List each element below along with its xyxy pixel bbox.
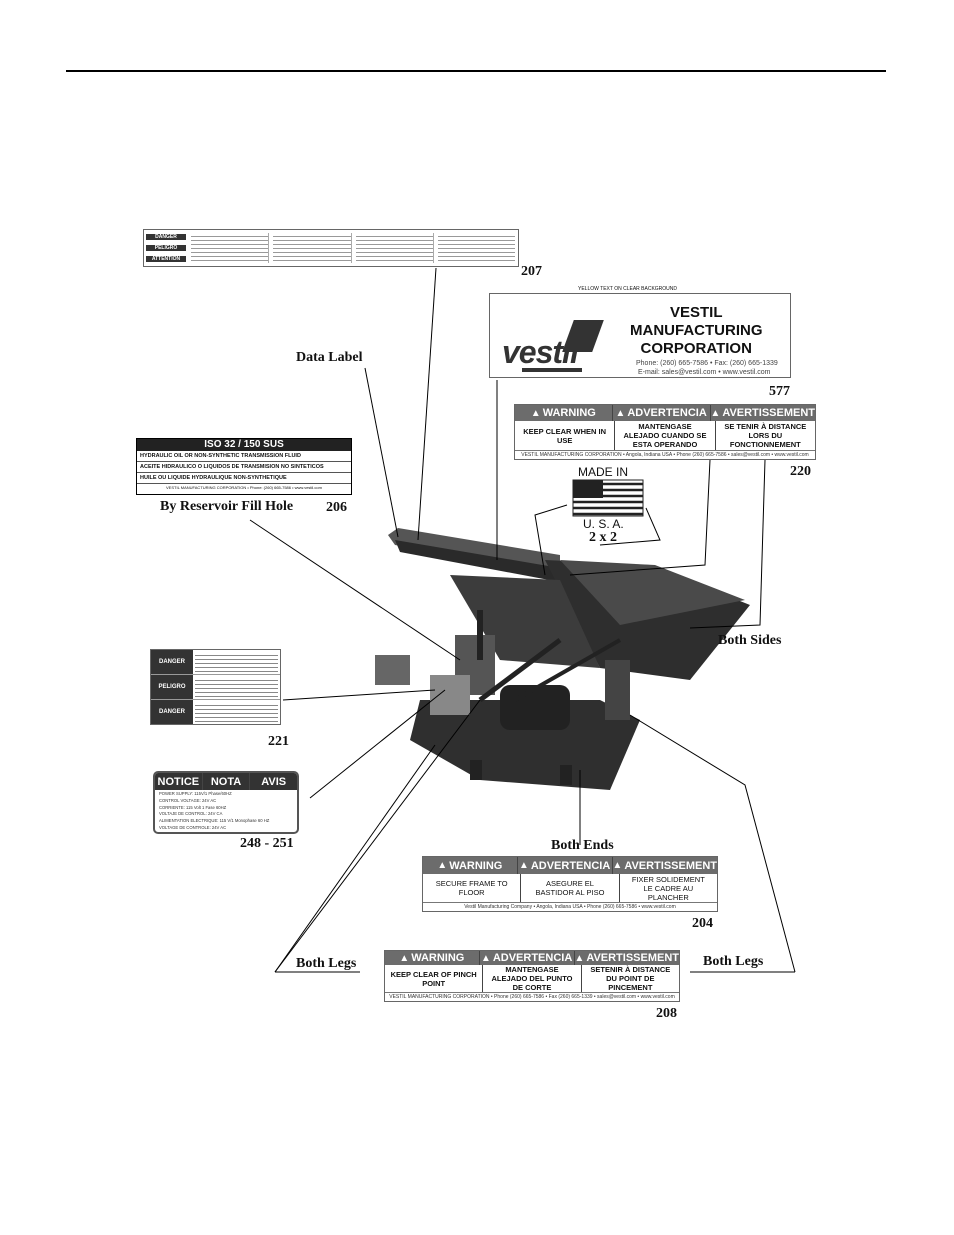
- vestil-email: E-mail: sales@vestil.com • www.vestil.co…: [638, 369, 771, 376]
- number-220: 220: [790, 464, 811, 479]
- head-advertencia: ▲ADVERTENCIA: [611, 405, 710, 421]
- notice-line1: POWER SUPPLY: 115V/1 Phase/60HZ: [159, 791, 232, 796]
- number-204: 204: [692, 916, 713, 931]
- vestil-phone: Phone: (260) 665-7586 • Fax: (260) 665-1…: [636, 360, 778, 367]
- leader-lines: [249, 267, 796, 973]
- header-rule: [66, 70, 886, 72]
- body-es-204: ASEGURE EL BASTIDOR AL PISO: [520, 874, 618, 902]
- number-221: 221: [268, 734, 289, 749]
- head-nota: NOTA: [201, 773, 250, 790]
- head-avertissement: ▲AVERTISSEMENT: [709, 405, 816, 421]
- notice-line6: VOLTAGE DE CONTROLE: 24V AC: [159, 824, 227, 830]
- body-es-208: MANTENGASE ALEJADO DEL PUNTO DE CORTE: [482, 965, 580, 992]
- iso-footer: VESTIL MANUFACTURING CORPORATION • Phone…: [166, 485, 322, 490]
- tag-221-danger-2: DANGER: [151, 700, 193, 724]
- head-avertissement-208: ▲AVERTISSEMENT: [573, 951, 680, 965]
- footer-204: Vestil Manufacturing Company • Angola, I…: [423, 902, 717, 911]
- notice-line5: ALIMENTATION ELECTRIQUE: 115 V/1 Monopha…: [159, 818, 270, 824]
- number-206: 206: [326, 500, 347, 515]
- callout-made-in-size: 2 x 2: [589, 530, 617, 545]
- body-en-208: KEEP CLEAR OF PINCH POINT: [390, 969, 477, 988]
- number-207: 207: [521, 264, 542, 279]
- body-fr: SE TENIR À DISTANCE LORS DU FONCTIONNEME…: [714, 421, 815, 450]
- notice-line4: VOLTAJE DE CONTROL: 24V CA: [159, 811, 223, 817]
- body-fr-208: SETENIR À DISTANCE DU POINT DE PINCEMENT: [580, 965, 679, 992]
- caption-577: YELLOW TEXT ON CLEAR BACKGROUND: [578, 286, 678, 292]
- body-en: KEEP CLEAR WHEN IN USE: [523, 426, 607, 445]
- label-221: DANGER PELIGRO DANGER: [150, 649, 281, 725]
- callout-reservoir: By Reservoir Fill Hole: [160, 499, 294, 514]
- company-line1: VESTIL: [669, 304, 723, 321]
- body-es: MANTENGASE ALEJADO CUANDO SE ESTA OPERAN…: [614, 421, 714, 450]
- footer-220: VESTIL MANUFACTURING CORPORATION • Angol…: [515, 450, 815, 459]
- head-avis: AVIS: [249, 773, 297, 790]
- tag-attention: ATTENTION: [146, 255, 186, 262]
- iso-title: ISO 32 / 150 SUS: [137, 439, 351, 451]
- tag-danger: DANGER: [146, 234, 186, 241]
- label-204: ▲WARNING ▲ADVERTENCIA ▲AVERTISSEMENT SEC…: [422, 856, 718, 912]
- label-207: DANGER PELIGRO ATTENTION: [143, 229, 519, 267]
- body-en-204: SECURE FRAME TO FLOOR: [435, 879, 508, 897]
- made-in-top: MADE IN: [578, 465, 629, 479]
- company-line3: CORPORATION: [640, 340, 752, 357]
- vestil-company-name: VESTIL MANUFACTURING CORPORATION: [630, 304, 763, 358]
- head-warning-204: ▲WARNING: [437, 859, 503, 872]
- label-577: vestil VESTIL MANUFACTURING CORPORATION …: [489, 293, 791, 378]
- label-206: ISO 32 / 150 SUS HYDRAULIC OIL OR NON-SY…: [136, 438, 352, 495]
- label-220: ▲WARNING ▲ADVERTENCIA ▲AVERTISSEMENT KEE…: [514, 404, 816, 460]
- iso-line1: HYDRAULIC OIL OR NON-SYNTHETIC TRANSMISS…: [137, 451, 351, 462]
- callout-both-legs-right: Both Legs: [703, 954, 764, 969]
- callout-data-label: Data Label: [296, 350, 363, 365]
- number-577: 577: [769, 384, 790, 399]
- tag-221-peligro: PELIGRO: [151, 675, 193, 699]
- tag-peligro: PELIGRO: [146, 244, 186, 251]
- head-notice: NOTICE: [157, 775, 200, 788]
- head-avertissement-204: ▲AVERTISSEMENT: [611, 857, 717, 874]
- made-in-bottom: U. S. A.: [583, 517, 624, 531]
- notice-line2: CONTROL VOLTAGE: 24V AC: [159, 797, 217, 803]
- callout-both-sides: Both Sides: [718, 633, 782, 648]
- vestil-logo: vestil: [502, 320, 604, 372]
- label-248-251: NOTICE NOTA AVIS POWER SUPPLY: 115V/1 Ph…: [153, 771, 299, 834]
- callout-both-legs-left: Both Legs: [296, 956, 357, 971]
- usa-flag-graphic: [572, 479, 644, 517]
- label-208: ▲WARNING ▲ADVERTENCIA ▲AVERTISSEMENT KEE…: [384, 950, 680, 1002]
- callout-both-ends: Both Ends: [551, 838, 614, 853]
- footer-208: VESTIL MANUFACTURING CORPORATION • Phone…: [385, 992, 679, 1001]
- head-advertencia-204: ▲ADVERTENCIA: [516, 857, 612, 874]
- number-248-251: 248 - 251: [240, 836, 294, 851]
- number-208: 208: [656, 1006, 677, 1021]
- head-warning: ▲WARNING: [530, 407, 596, 419]
- head-advertencia-208: ▲ADVERTENCIA: [478, 951, 574, 965]
- body-fr-204: FIXER SOLIDEMENT LE CADRE AU PLANCHER: [618, 874, 717, 902]
- iso-line3: HUILE OU LIQUIDE HYDRAULIQUE NON-SYNTHET…: [137, 473, 351, 484]
- dumper-machine: [375, 528, 750, 790]
- tag-221-danger-1: DANGER: [151, 650, 193, 674]
- notice-line3: CORRIENTE: 115 Volt 1 Fase 60HZ: [159, 804, 227, 810]
- iso-line2: ACEITE HIDRAULICO O LIQUIDOS DE TRANSMIS…: [137, 462, 351, 473]
- company-line2: MANUFACTURING: [630, 322, 763, 339]
- head-warning-208: ▲WARNING: [399, 952, 465, 964]
